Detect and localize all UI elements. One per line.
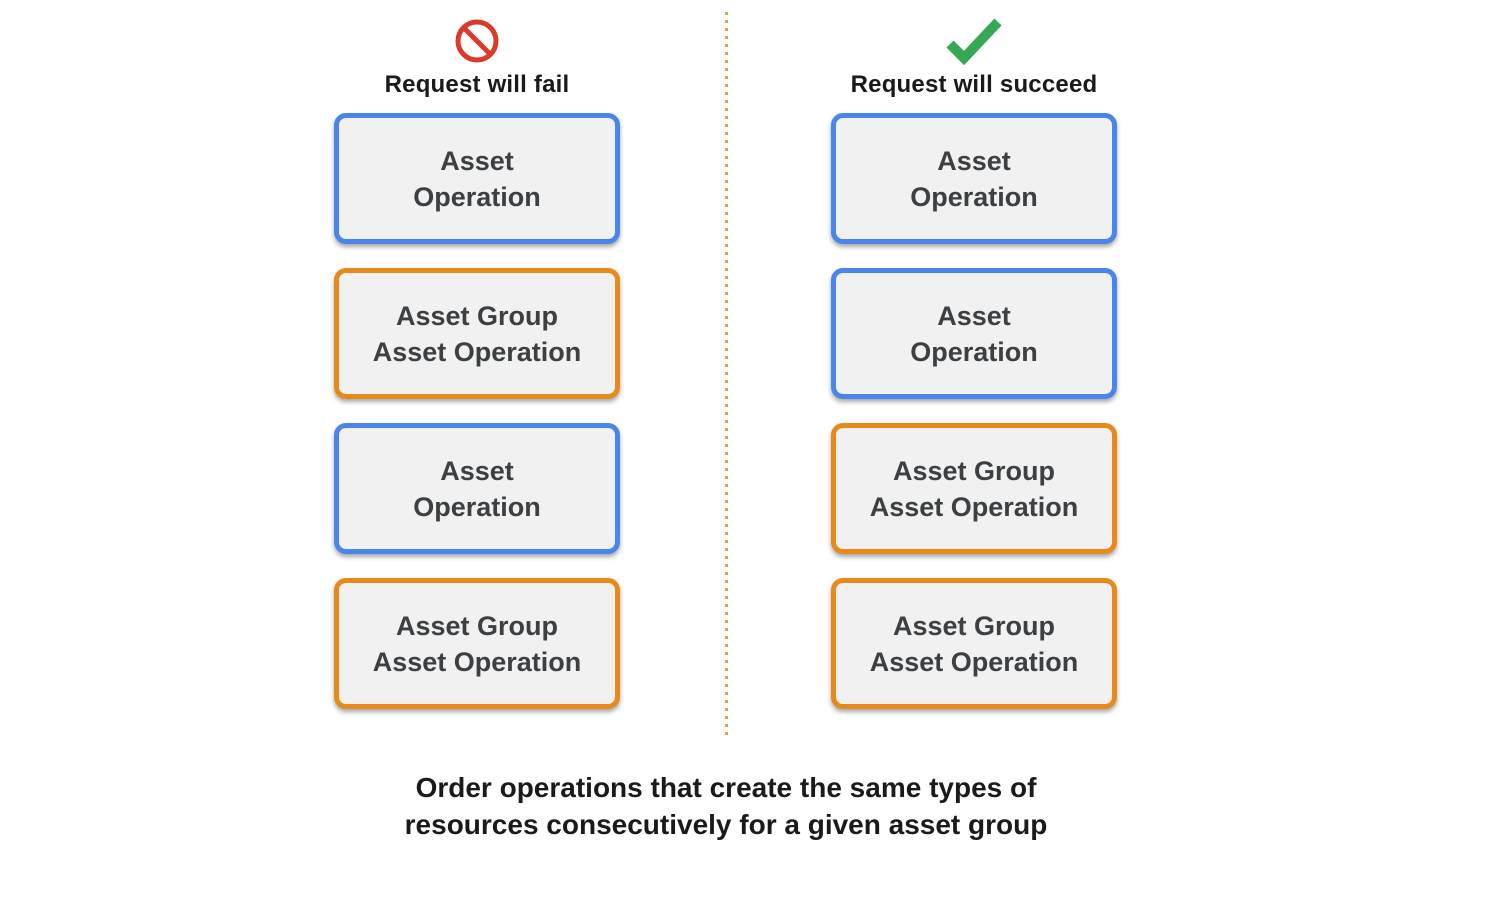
column-title-succeed: Request will succeed (850, 71, 1098, 98)
prohibited-icon (454, 18, 500, 64)
caption-line-1: Order operations that create the same ty… (415, 772, 1037, 803)
box-label-line: Asset Group (892, 455, 1056, 486)
column-title-fail: Request will fail (384, 71, 570, 98)
box-label-line: Asset (937, 145, 1011, 176)
box-label-line: Asset Operation (869, 491, 1079, 522)
box-label-line: Asset (440, 455, 514, 486)
box-label-line: Asset Operation (372, 336, 582, 367)
box-label-line: Asset Group (395, 300, 559, 331)
box-label-line: Asset (937, 300, 1011, 331)
dotted-divider-line (725, 12, 728, 739)
box-label-line: Asset Operation (869, 646, 1079, 677)
fail-icon-row (334, 12, 620, 70)
box-label-line: Asset Group (395, 610, 559, 641)
box-label-line: Asset Group (892, 610, 1056, 641)
box-label-line: Operation (413, 181, 541, 212)
caption-line-2: resources consecutively for a given asse… (404, 809, 1048, 840)
box-label-line: Operation (910, 181, 1038, 212)
checkmark-icon (943, 17, 1005, 65)
box-label-line: Asset (440, 145, 514, 176)
succeed-icon-row (831, 12, 1117, 70)
caption: Order operations that create the same ty… (405, 769, 1048, 843)
box-label-line: Asset Operation (372, 646, 582, 677)
box-label-line: Operation (413, 491, 541, 522)
box-label-line: Operation (910, 336, 1038, 367)
